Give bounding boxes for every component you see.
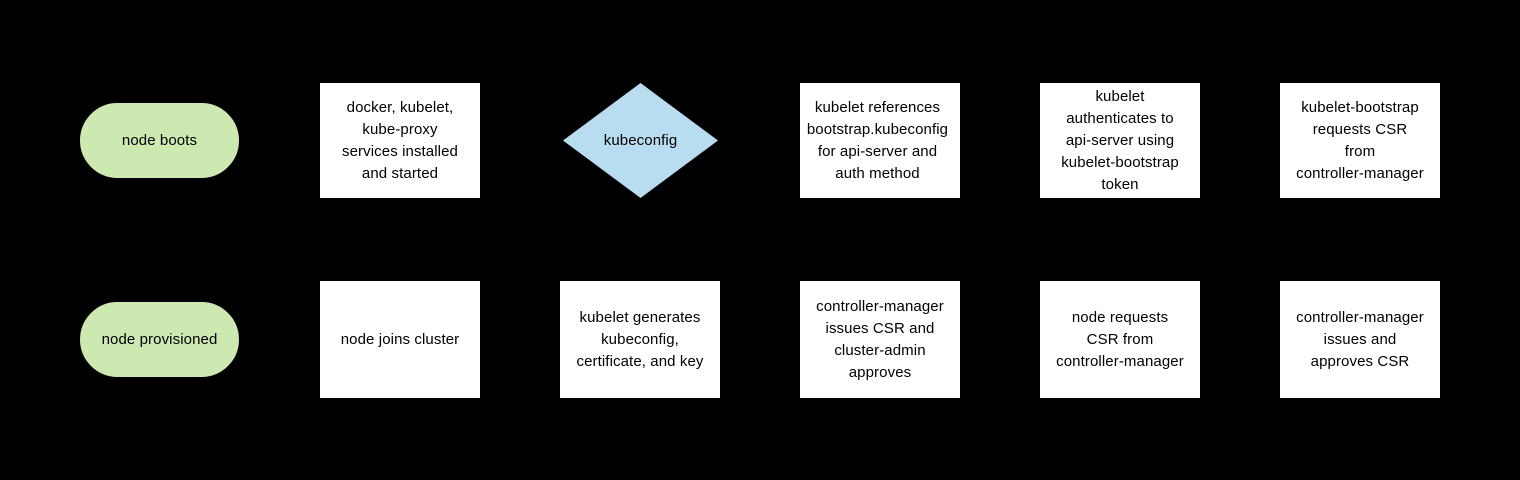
node-node-provisioned[interactable]: node provisioned xyxy=(80,302,239,377)
node-node-boots[interactable]: node boots xyxy=(80,103,239,178)
node-controller-manager-issues-csr[interactable]: controller-manager issues CSR and cluste… xyxy=(800,281,960,398)
node-controller-manager-issues-approves[interactable]: controller-manager issues and approves C… xyxy=(1280,281,1440,398)
node-label: docker, kubelet, kube-proxy services ins… xyxy=(341,98,458,182)
node-kubelet-authenticates[interactable]: kubelet authenticates to api-server usin… xyxy=(1040,83,1200,198)
node-label: kubeconfig xyxy=(603,131,678,149)
node-label: node provisioned xyxy=(101,330,218,348)
node-kubelet-references-bootstrap[interactable]: kubelet references bootstrap.kubeconfig … xyxy=(800,83,960,198)
node-kubelet-generates-kubeconfig[interactable]: kubelet generates kubeconfig, certificat… xyxy=(560,281,720,398)
node-node-joins-cluster[interactable]: node joins cluster xyxy=(320,281,480,398)
node-label: controller-manager issues CSR and cluste… xyxy=(816,297,944,381)
node-node-requests-csr[interactable]: node requests CSR from controller-manage… xyxy=(1040,281,1200,398)
node-kubelet-bootstrap-requests-csr[interactable]: kubelet-bootstrap requests CSR from cont… xyxy=(1280,83,1440,198)
node-label: node requests CSR from controller-manage… xyxy=(1056,308,1184,370)
node-services-installed[interactable]: docker, kubelet, kube-proxy services ins… xyxy=(320,83,480,198)
node-kubeconfig-decision[interactable]: kubeconfig xyxy=(563,83,718,198)
node-label: kubelet authenticates to api-server usin… xyxy=(1061,87,1179,193)
node-label: kubelet-bootstrap requests CSR from cont… xyxy=(1296,98,1424,182)
node-label: controller-manager issues and approves C… xyxy=(1296,308,1424,370)
node-label: kubelet generates kubeconfig, certificat… xyxy=(576,308,704,370)
node-label: node boots xyxy=(121,131,198,149)
node-label: kubelet references bootstrap.kubeconfig … xyxy=(806,98,949,182)
node-label: node joins cluster xyxy=(340,330,460,348)
